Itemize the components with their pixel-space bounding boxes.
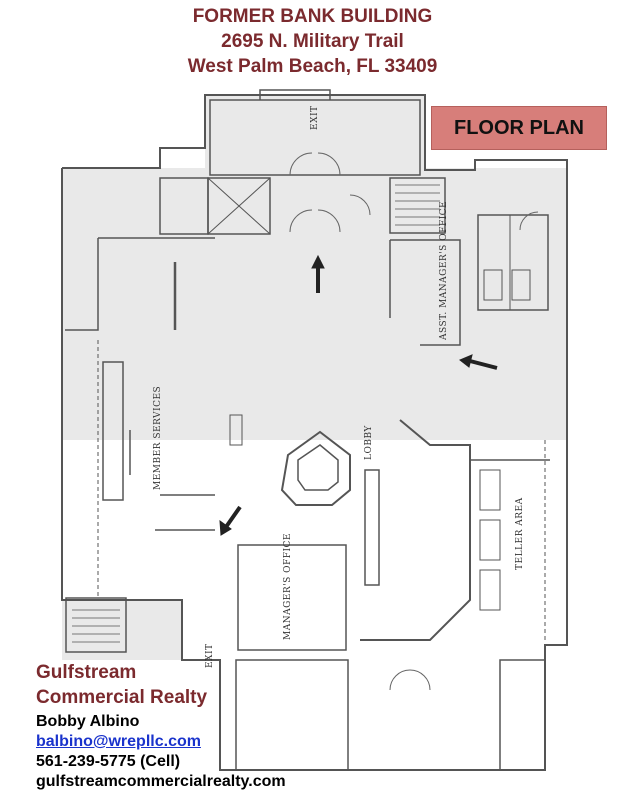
exit-sign-bottom: EXIT bbox=[205, 643, 215, 668]
lobby-label: LOBBY bbox=[364, 425, 374, 460]
asst-managers-office-label: ASST. MANAGER'S OFFICE bbox=[439, 201, 449, 341]
header: FORMER BANK BUILDING 2695 N. Military Tr… bbox=[0, 0, 625, 79]
company-name: Gulfstream Commercial Realty bbox=[36, 660, 207, 710]
header-address: 2695 N. Military Trail bbox=[221, 31, 404, 52]
direction-arrows bbox=[219, 254, 498, 536]
contact-phone: 561-239-5775 (Cell) bbox=[36, 753, 181, 770]
shaded-areas bbox=[62, 95, 567, 660]
company-name-line1: Gulfstream bbox=[36, 662, 137, 683]
exit-sign-top: EXIT bbox=[310, 105, 320, 130]
contact-name: Bobby Albino bbox=[36, 713, 140, 730]
managers-office-label: MANAGER'S OFFICE bbox=[283, 533, 293, 640]
stair-treads bbox=[72, 184, 440, 643]
floor-plan-badge: FLOOR PLAN bbox=[431, 106, 607, 150]
door-swings bbox=[289, 152, 539, 691]
header-city: West Palm Beach, FL 33409 bbox=[187, 56, 438, 77]
company-name-line2: Commercial Realty bbox=[36, 687, 208, 708]
walls bbox=[61, 89, 568, 771]
contact-email-link[interactable]: balbino@wrepllc.com bbox=[36, 733, 201, 750]
member-services-label: MEMBER SERVICES bbox=[153, 386, 163, 490]
contact-block: Bobby Albino balbino@wrepllc.com 561-239… bbox=[36, 712, 286, 792]
teller-area-label: TELLER AREA bbox=[515, 497, 525, 570]
header-title: FORMER BANK BUILDING bbox=[192, 6, 433, 27]
contact-website: gulfstreamcommercialrealty.com bbox=[36, 773, 286, 790]
